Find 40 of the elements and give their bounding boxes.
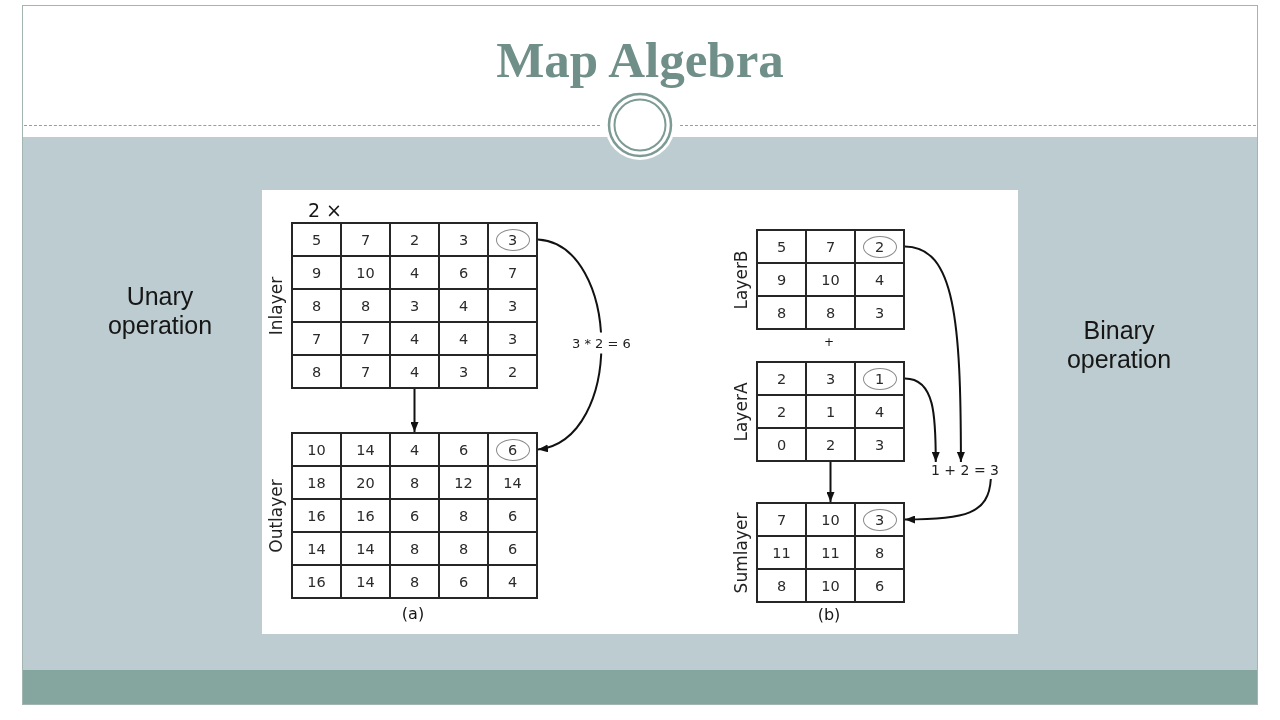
grid-cell (487, 432, 538, 467)
grid-cell: 10 (291, 432, 342, 467)
edge-label: 3 * 2 = 6 (570, 332, 633, 354)
curved-arrow (904, 245, 965, 463)
layer-name: LayerB (731, 249, 751, 310)
grid-cell: 5 (756, 229, 807, 264)
curved-arrow (904, 478, 992, 524)
operation-heading: Binary operation (1066, 316, 1172, 374)
panel-caption: (b) (817, 605, 841, 624)
grid-cell (854, 361, 905, 396)
curved-arrow (904, 377, 940, 463)
curved-arrow (537, 238, 603, 451)
grid-cell: 2 (756, 361, 807, 396)
grid-cell: 8 (756, 568, 807, 603)
operation-heading: Unary operation (107, 282, 213, 340)
grid-cell: 16 (291, 564, 342, 599)
layer-name: Outlayer (266, 478, 286, 553)
arrow (410, 388, 419, 433)
grid-cell (487, 222, 538, 257)
layer-name: Inlayer (266, 276, 286, 335)
grid-cell: 7 (756, 502, 807, 537)
slide-title: Map Algebra (496, 35, 784, 86)
grid-cell (854, 502, 905, 537)
grid-cell: 4 (487, 564, 538, 599)
layer-name: Sumlayer (731, 512, 751, 593)
grid-cell: 8 (756, 295, 807, 330)
grid-cell: 0 (756, 427, 807, 462)
panel-caption: (a) (401, 604, 425, 623)
plus-sign: + (823, 335, 835, 349)
grid-cell: 3 (854, 295, 905, 330)
equation-text: 1 + 2 = 3 (931, 462, 999, 479)
multiplier-label: 2 × (307, 199, 343, 221)
grid-cell: 2 (487, 354, 538, 389)
arrow (826, 461, 835, 503)
layer-name: LayerA (731, 382, 751, 441)
grid-cell (854, 229, 905, 264)
grid-cell: 8 (291, 354, 342, 389)
grid-cell: 3 (854, 427, 905, 462)
grid-cell: 6 (854, 568, 905, 603)
grid-cell: 5 (291, 222, 342, 257)
